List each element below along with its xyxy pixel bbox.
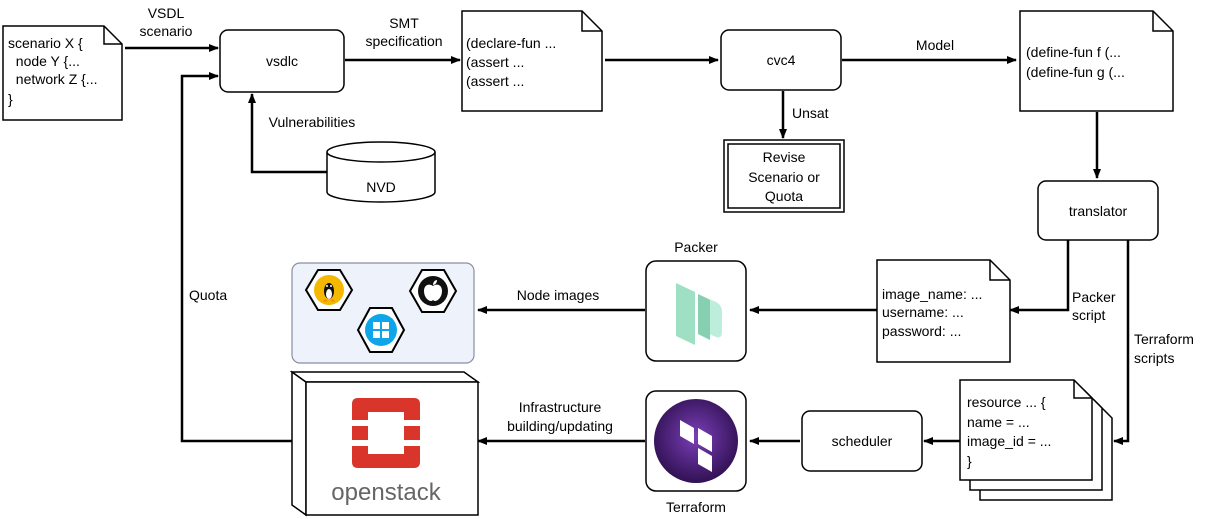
label-node-images: Node images <box>517 287 600 303</box>
scenario-line-4: } <box>8 91 13 107</box>
linux-icon <box>304 269 354 311</box>
label-quota: Quota <box>189 287 227 303</box>
os-images-panel <box>291 262 475 364</box>
nvd-database: NVD <box>326 141 436 203</box>
smt-line-2: (assert ... <box>466 54 524 70</box>
translator-node: translator <box>1037 180 1159 241</box>
scenario-line-1: scenario X { <box>8 35 83 51</box>
packer-script-document: image_name: ... username: ... password: … <box>876 259 1011 363</box>
terraform-line-4: } <box>967 453 972 469</box>
apple-icon <box>408 269 458 313</box>
revise-line-2: Scenario or <box>748 169 820 185</box>
packer-title: Packer <box>674 239 718 255</box>
vsdlc-node: vsdlc <box>219 29 345 93</box>
openstack-label: openstack <box>331 479 441 506</box>
label-terraform-scripts-1: Terraform <box>1134 331 1194 347</box>
terraform-title: Terraform <box>666 499 726 515</box>
label-packer-script-2: script <box>1072 307 1106 323</box>
model-document: (define-fun f (... (define-fun g (... <box>1019 10 1174 112</box>
edge-openstack-quota <box>180 72 292 443</box>
terraform-glyph-icon <box>680 420 712 472</box>
revise-line-3: Quota <box>765 188 803 204</box>
packer-line-2: username: ... <box>882 304 964 320</box>
label-smt-2: specification <box>365 33 442 49</box>
label-terraform-scripts-2: scripts <box>1134 350 1174 366</box>
packer-line-1: image_name: ... <box>882 286 982 302</box>
nvd-label: NVD <box>366 179 396 195</box>
edge-nvd-vsdlc <box>248 93 327 174</box>
scheduler-node: scheduler <box>801 410 923 472</box>
scheduler-label: scheduler <box>832 433 893 449</box>
vsdlc-label: vsdlc <box>266 53 298 69</box>
smt-line-3: (assert ... <box>466 73 524 89</box>
smt-document: (declare-fun ... (assert ... (assert ... <box>461 10 603 112</box>
openstack-node: openstack <box>289 370 481 517</box>
scenario-document: scenario X { node Y {... network Z {... … <box>2 25 123 121</box>
label-packer-script-1: Packer <box>1072 289 1116 305</box>
packer-line-3: password: ... <box>882 323 961 339</box>
label-smt-1: SMT <box>389 15 419 31</box>
terraform-tool: Terraform <box>645 390 747 515</box>
label-vulnerabilities: Vulnerabilities <box>269 114 356 130</box>
packer-tool: Packer <box>645 239 747 362</box>
label-vsdl-scenario-2: scenario <box>140 23 193 39</box>
scenario-line-3: network Z {... <box>8 71 97 87</box>
terraform-line-3: image_id = ... <box>967 433 1051 449</box>
windows-icon <box>356 307 406 353</box>
label-model: Model <box>916 37 954 53</box>
label-vsdl-scenario-1: VSDL <box>148 5 185 21</box>
terraform-logo-icon <box>654 399 738 483</box>
terraform-line-2: name = ... <box>967 414 1030 430</box>
label-infra-1: Infrastructure <box>519 399 602 415</box>
revise-line-1: Revise <box>763 149 806 165</box>
terraform-line-1: resource ... { <box>967 394 1046 410</box>
edge-labels: VSDL scenario SMT specification Model Un… <box>140 5 1194 434</box>
cvc4-label: cvc4 <box>767 52 796 68</box>
packer-logo-icon <box>676 283 722 345</box>
smt-line-1: (declare-fun ... <box>466 35 556 51</box>
label-unsat: Unsat <box>792 105 829 121</box>
model-line-2: (define-fun g (... <box>1026 64 1125 80</box>
edge-translator-terraform <box>1113 240 1130 445</box>
openstack-logo-icon <box>352 398 420 468</box>
model-line-1: (define-fun f (... <box>1026 44 1121 60</box>
cvc4-node: cvc4 <box>720 29 842 91</box>
edges <box>125 44 1130 445</box>
terraform-scripts-document: resource ... { name = ... image_id = ...… <box>959 379 1113 501</box>
translator-label: translator <box>1069 203 1128 219</box>
scenario-line-2: node Y {... <box>8 53 80 69</box>
revise-node: Revise Scenario or Quota <box>723 139 845 213</box>
edge-translator-packer <box>1009 240 1070 314</box>
label-infra-2: building/updating <box>507 418 613 434</box>
